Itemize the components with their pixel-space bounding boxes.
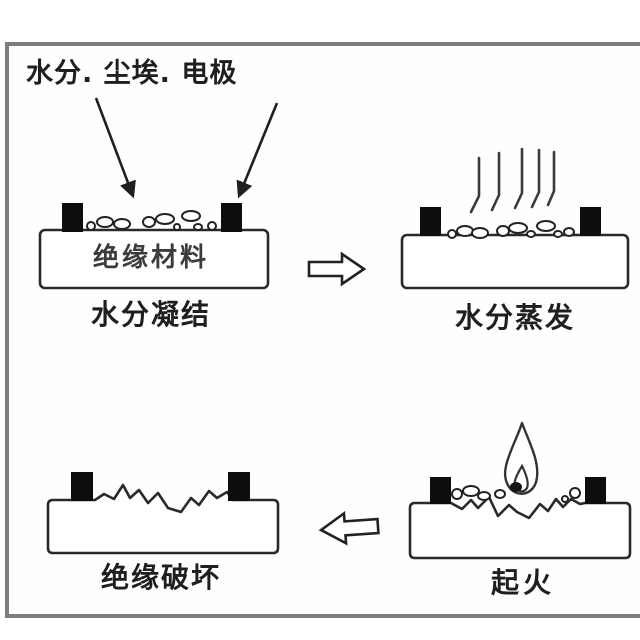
panel-condensation (38, 203, 270, 290)
steam-lines-icon (469, 147, 556, 214)
insulation-board-label: 绝缘材料 (92, 243, 209, 273)
insulation-board (38, 228, 270, 290)
electrode-icon (71, 472, 93, 501)
caption-breakdown: 绝缘破坏 (100, 561, 221, 594)
caption-fire: 起火 (490, 566, 555, 599)
annotation-label: 水分. 尘埃. 电极 (26, 58, 238, 89)
flow-arrow-left-icon (318, 510, 380, 546)
panel-fire (408, 421, 632, 560)
cracked-insulation-board (408, 495, 632, 560)
electrode-icon (228, 472, 250, 501)
cracked-insulation-board (46, 483, 280, 555)
electrode-icon (221, 203, 242, 232)
pointer-arrow-right (236, 102, 279, 199)
electrode-icon (420, 207, 441, 236)
flow-arrow-right-icon (307, 251, 367, 287)
panel-breakdown (46, 472, 280, 555)
electrode-icon (585, 477, 606, 504)
moisture-droplets (451, 485, 581, 503)
electrode-icon (430, 477, 451, 504)
caption-evaporation: 水分蒸发 (454, 301, 575, 334)
caption-condensation: 水分凝结 (90, 298, 211, 331)
moisture-droplets (86, 210, 217, 231)
flame-icon (503, 421, 539, 495)
electrode-icon (580, 207, 601, 236)
pointer-arrow-left (94, 97, 136, 199)
insulation-board (400, 233, 630, 290)
electrode-icon (62, 203, 83, 232)
moisture-droplets (447, 220, 575, 239)
panel-evaporation (400, 147, 630, 290)
